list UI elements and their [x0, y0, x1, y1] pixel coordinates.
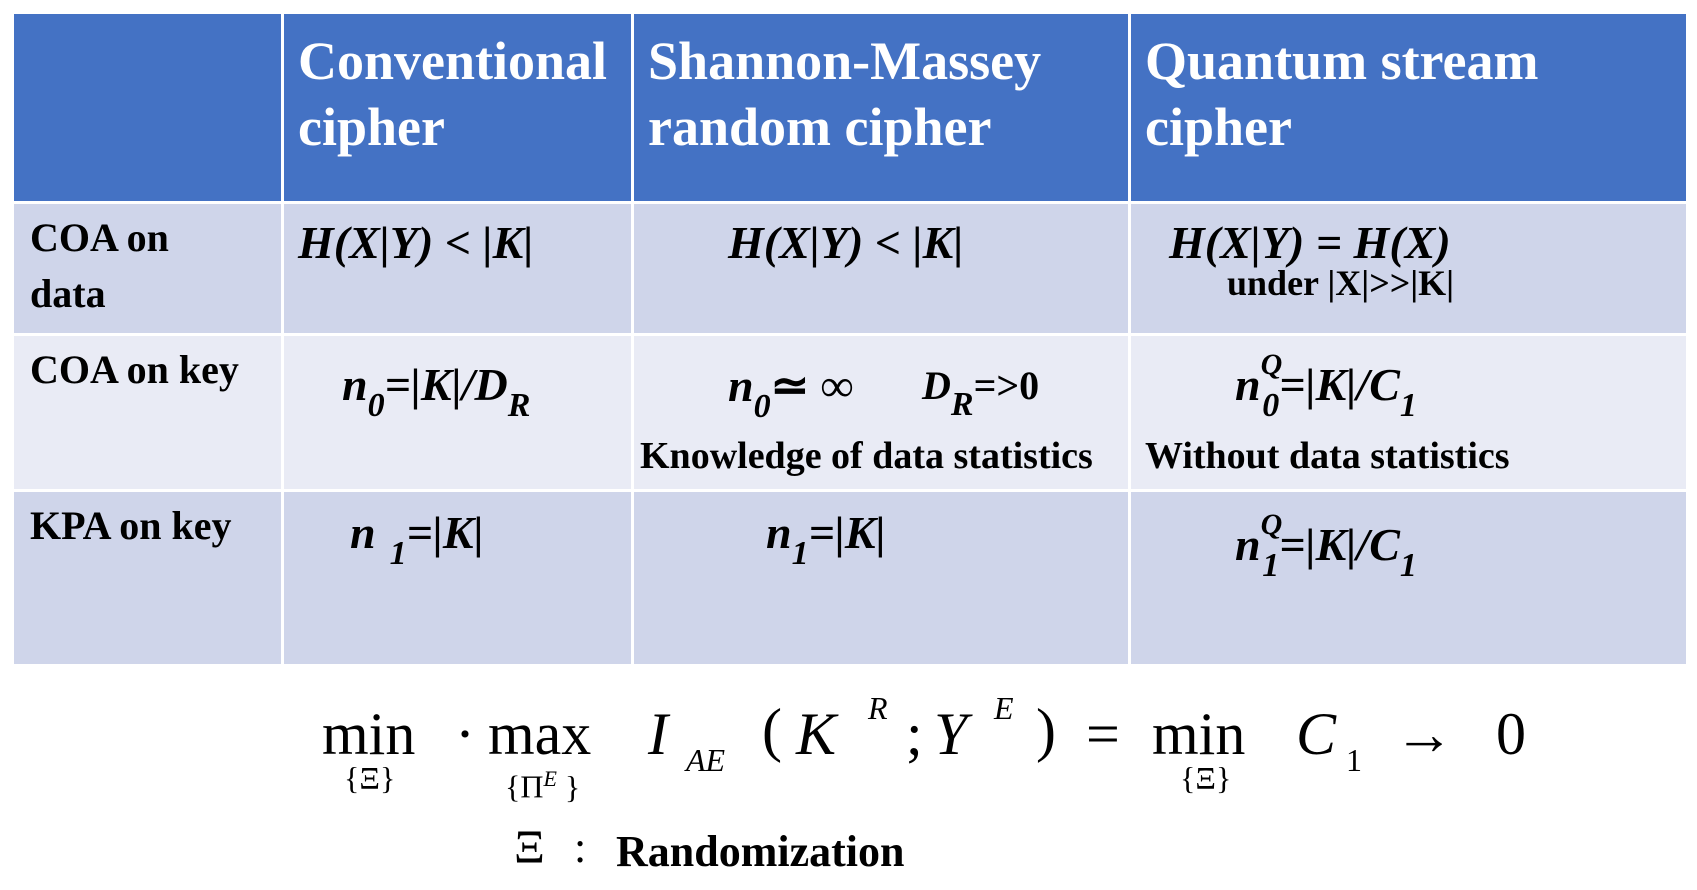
- header-conventional: Conventional cipher: [282, 14, 632, 202]
- n-superscript: Q: [1260, 508, 1283, 541]
- d-symbol: D: [922, 363, 951, 408]
- eq-text: =|K|: [808, 507, 886, 558]
- min-subscript-2: {Ξ}: [1180, 760, 1232, 796]
- eq-text: =|K|: [406, 507, 484, 558]
- row-divider: [14, 201, 1686, 204]
- arrow-symbol: →: [1394, 701, 1454, 767]
- header-quantum-stream: Quantum stream cipher: [1129, 14, 1686, 202]
- row-label-coa-data-line2: data: [30, 271, 106, 316]
- zero-value: 0: [1496, 701, 1526, 767]
- k-symbol: K: [796, 701, 837, 767]
- n-superscript: Q: [1260, 348, 1283, 381]
- formula-shannon-coa-key: n0≃ ∞: [728, 358, 854, 425]
- note-quantum-coa-key: Without data statistics: [1145, 435, 1510, 477]
- note-shannon-coa-key: Knowledge of data statistics: [640, 435, 1093, 477]
- row-divider: [14, 489, 1686, 492]
- n-subscript: 1: [791, 535, 809, 572]
- row-label-coa-key-text: COA on key: [30, 347, 239, 392]
- formula-quantum-kpa-key: nQ 1=|K|/C1: [1235, 508, 1417, 584]
- row-label-kpa-key: KPA on key: [14, 490, 282, 664]
- max-subscript: {ΠE}: [505, 766, 580, 806]
- header-quantum-line2: cipher: [1145, 97, 1292, 157]
- n-subscript: 0: [367, 387, 385, 424]
- max-subscript-sup: E: [543, 766, 557, 791]
- equals-sign: =: [1086, 701, 1120, 767]
- row-label-coa-data-line1: COA on: [30, 215, 169, 260]
- formula-conventional-coa-key: n0=|K|/DR: [342, 358, 530, 424]
- cell-shannon-coa-key: n0≃ ∞ DR=>0 Knowledge of data statistics: [632, 334, 1129, 490]
- xi-symbol: Ξ: [514, 821, 545, 874]
- open-paren: (: [762, 697, 782, 763]
- n-symbol: n: [1235, 519, 1261, 570]
- n-symbol: n: [1235, 359, 1261, 410]
- row-divider: [14, 333, 1686, 336]
- min-operator-1: min: [322, 701, 416, 767]
- eq-text: =|K|/C: [1279, 519, 1400, 570]
- row-label-kpa-key-text: KPA on key: [30, 503, 232, 548]
- semicolon: ;: [906, 701, 923, 767]
- column-divider: [1128, 14, 1131, 664]
- cell-quantum-coa-key: nQ 0=|K|/C1 Without data statistics: [1129, 334, 1686, 490]
- formula-shannon-kpa-key: n1=|K|: [766, 506, 886, 572]
- n-subscript: 0: [1262, 387, 1280, 424]
- c-subscript: 1: [1346, 742, 1362, 778]
- n-symbol: n: [728, 360, 754, 411]
- eq-text: =|K|/C: [1279, 359, 1400, 410]
- d-tail: =>0: [973, 363, 1040, 408]
- header-shannon-line1: Shannon-Massey: [648, 31, 1042, 91]
- formula-conventional-coa-data: H(X|Y) < |K|: [298, 217, 534, 268]
- approx-infinity: ≃ ∞: [770, 360, 854, 411]
- cell-quantum-coa-data: H(X|Y) = H(X) under |X|>>|K|: [1129, 202, 1686, 334]
- min-subscript-1: {Ξ}: [344, 760, 396, 796]
- n-subscript: 0: [753, 388, 771, 425]
- close-paren: ): [1036, 697, 1056, 763]
- header-shannon-massey: Shannon-Massey random cipher: [632, 14, 1129, 202]
- c-symbol: C: [1296, 701, 1337, 767]
- formula-quantum-coa-key: nQ 0=|K|/C1: [1235, 348, 1417, 424]
- max-subscript-open: {Π: [505, 768, 544, 805]
- n-subscript: 1: [1262, 547, 1280, 584]
- cell-shannon-coa-data: H(X|Y) < |K|: [632, 202, 1129, 334]
- row-label-coa-data: COA on data: [14, 202, 282, 334]
- min-operator-2: min: [1152, 701, 1246, 767]
- n-symbol: n: [342, 359, 368, 410]
- formula-quantum-coa-data: H(X|Y) = H(X): [1169, 217, 1451, 268]
- c-subscript: 1: [1399, 387, 1417, 424]
- column-divider: [631, 14, 634, 664]
- cell-conventional-coa-data: H(X|Y) < |K|: [282, 202, 632, 334]
- dot-operator: ·: [455, 701, 475, 767]
- cell-conventional-coa-key: n0=|K|/DR: [282, 334, 632, 490]
- legend-colon: :: [574, 823, 587, 872]
- column-divider: [281, 14, 284, 664]
- formula-shannon-coa-data: H(X|Y) < |K|: [728, 217, 964, 268]
- formula-shannon-d: DR=>0: [922, 362, 1040, 423]
- header-empty-cell: [14, 14, 282, 202]
- max-operator: max: [488, 701, 592, 767]
- n-subscript: 1: [389, 535, 407, 572]
- header-shannon-line2: random cipher: [648, 97, 992, 157]
- y-superscript: E: [994, 690, 1014, 726]
- eq-text: =|K|/D: [384, 359, 508, 410]
- header-conventional-line2: cipher: [298, 97, 445, 157]
- c-subscript: 1: [1399, 547, 1417, 584]
- comparison-table: Conventional cipher Shannon-Massey rando…: [14, 14, 1686, 664]
- y-symbol: Y: [934, 701, 968, 767]
- mutual-info-subscript: AE: [686, 742, 726, 778]
- header-quantum-line1: Quantum stream: [1145, 31, 1539, 91]
- n-symbol: n: [350, 507, 376, 558]
- cell-quantum-kpa-key: nQ 1=|K|/C1: [1129, 490, 1686, 664]
- k-superscript: R: [868, 690, 888, 726]
- legend-text: Randomization: [616, 827, 905, 876]
- cell-shannon-kpa-key: n1=|K|: [632, 490, 1129, 664]
- note-quantum-coa-data: under |X|>>|K|: [1227, 263, 1455, 303]
- mutual-info-symbol: I: [648, 701, 668, 767]
- header-conventional-line1: Conventional: [298, 31, 608, 91]
- max-subscript-close: }: [564, 768, 581, 805]
- d-subscript: R: [507, 387, 531, 424]
- n-symbol: n: [766, 507, 792, 558]
- d-subscript: R: [950, 386, 974, 423]
- row-label-coa-key: COA on key: [14, 334, 282, 490]
